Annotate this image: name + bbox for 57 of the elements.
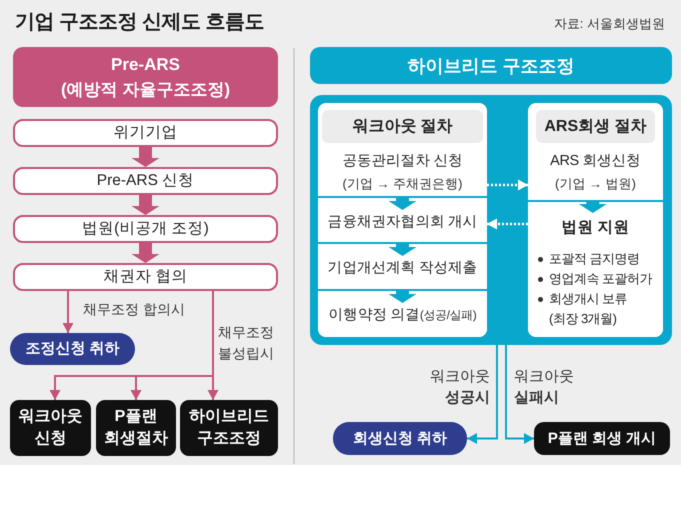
dotted-arrow	[487, 180, 528, 190]
diagram-title: 기업 구조조정 신제도 흐름도	[15, 10, 264, 35]
arrow	[62, 291, 74, 333]
arrow	[208, 291, 218, 400]
box-label: 위기기업	[114, 123, 178, 143]
arrow	[505, 345, 534, 444]
step-label: 법원 지원	[561, 218, 630, 238]
source-note: 자료: 서울회생법원	[554, 15, 665, 33]
procedure-panel	[318, 103, 487, 337]
arrow	[467, 345, 498, 444]
bullet-text: 포괄적 금지명령	[549, 250, 641, 268]
box-label: 하이브리드 구조조정	[188, 407, 270, 449]
block-arrow	[578, 202, 607, 213]
panel-heading: 워크아웃 절차	[322, 110, 483, 143]
box-label: 조정신청 취하	[25, 339, 120, 359]
heading-text: 하이브리드 구조조정	[407, 54, 574, 78]
header-band	[13, 47, 278, 107]
bullet-text: 회생개시 보류 (최장 3개월)	[549, 290, 628, 328]
process-box	[13, 167, 278, 195]
box-label: P플랜 회생절차	[103, 407, 169, 449]
step-label: 공동관리절차 신청	[342, 152, 463, 171]
panel-heading: ARS회생 절차	[536, 110, 655, 143]
block-arrow	[388, 291, 416, 303]
heading-text: (예방적 자율구조조정)	[60, 79, 230, 101]
box-label: Pre-ARS 신청	[96, 171, 194, 191]
block-arrow	[132, 243, 160, 263]
block-arrow	[388, 198, 416, 210]
box-label: 법원(비공개 조정)	[82, 219, 209, 239]
process-box	[13, 119, 278, 147]
step-note: (기업 → 주채권은행)	[342, 175, 462, 193]
box-label: 채권자 협의	[103, 267, 188, 287]
outcome-box	[96, 400, 176, 456]
header-band	[310, 47, 672, 84]
procedure-panel	[528, 103, 663, 337]
step-note: (성공/실패)	[420, 307, 476, 324]
bullet-text: 영업계속 포괄허가	[549, 270, 654, 288]
step-note: (기업 → 법원)	[555, 175, 636, 193]
box-label: 회생신청 취하	[352, 428, 448, 448]
step-label: ARS 회생신청	[550, 152, 641, 171]
step-label: 기업개선계획 작성제출	[328, 259, 478, 278]
outcome-box	[333, 422, 467, 455]
outcome-box	[10, 400, 91, 456]
group-frame	[310, 95, 672, 345]
step-label: 이행약정 의결	[328, 306, 420, 325]
outcome-box	[180, 400, 278, 456]
block-arrow	[388, 244, 416, 256]
step-label: 금융채권자협의회 개시	[328, 213, 478, 232]
process-box	[13, 263, 278, 291]
dotted-arrow	[487, 218, 528, 230]
box-label: P플랜 회생 개시	[548, 428, 656, 448]
box-label: 워크아웃 신청	[18, 407, 84, 449]
block-arrow	[132, 147, 160, 167]
process-box	[13, 215, 278, 243]
outcome-box	[534, 422, 670, 455]
heading-text: Pre-ARS	[111, 54, 180, 76]
block-arrow	[132, 195, 160, 215]
outcome-box	[10, 333, 135, 365]
